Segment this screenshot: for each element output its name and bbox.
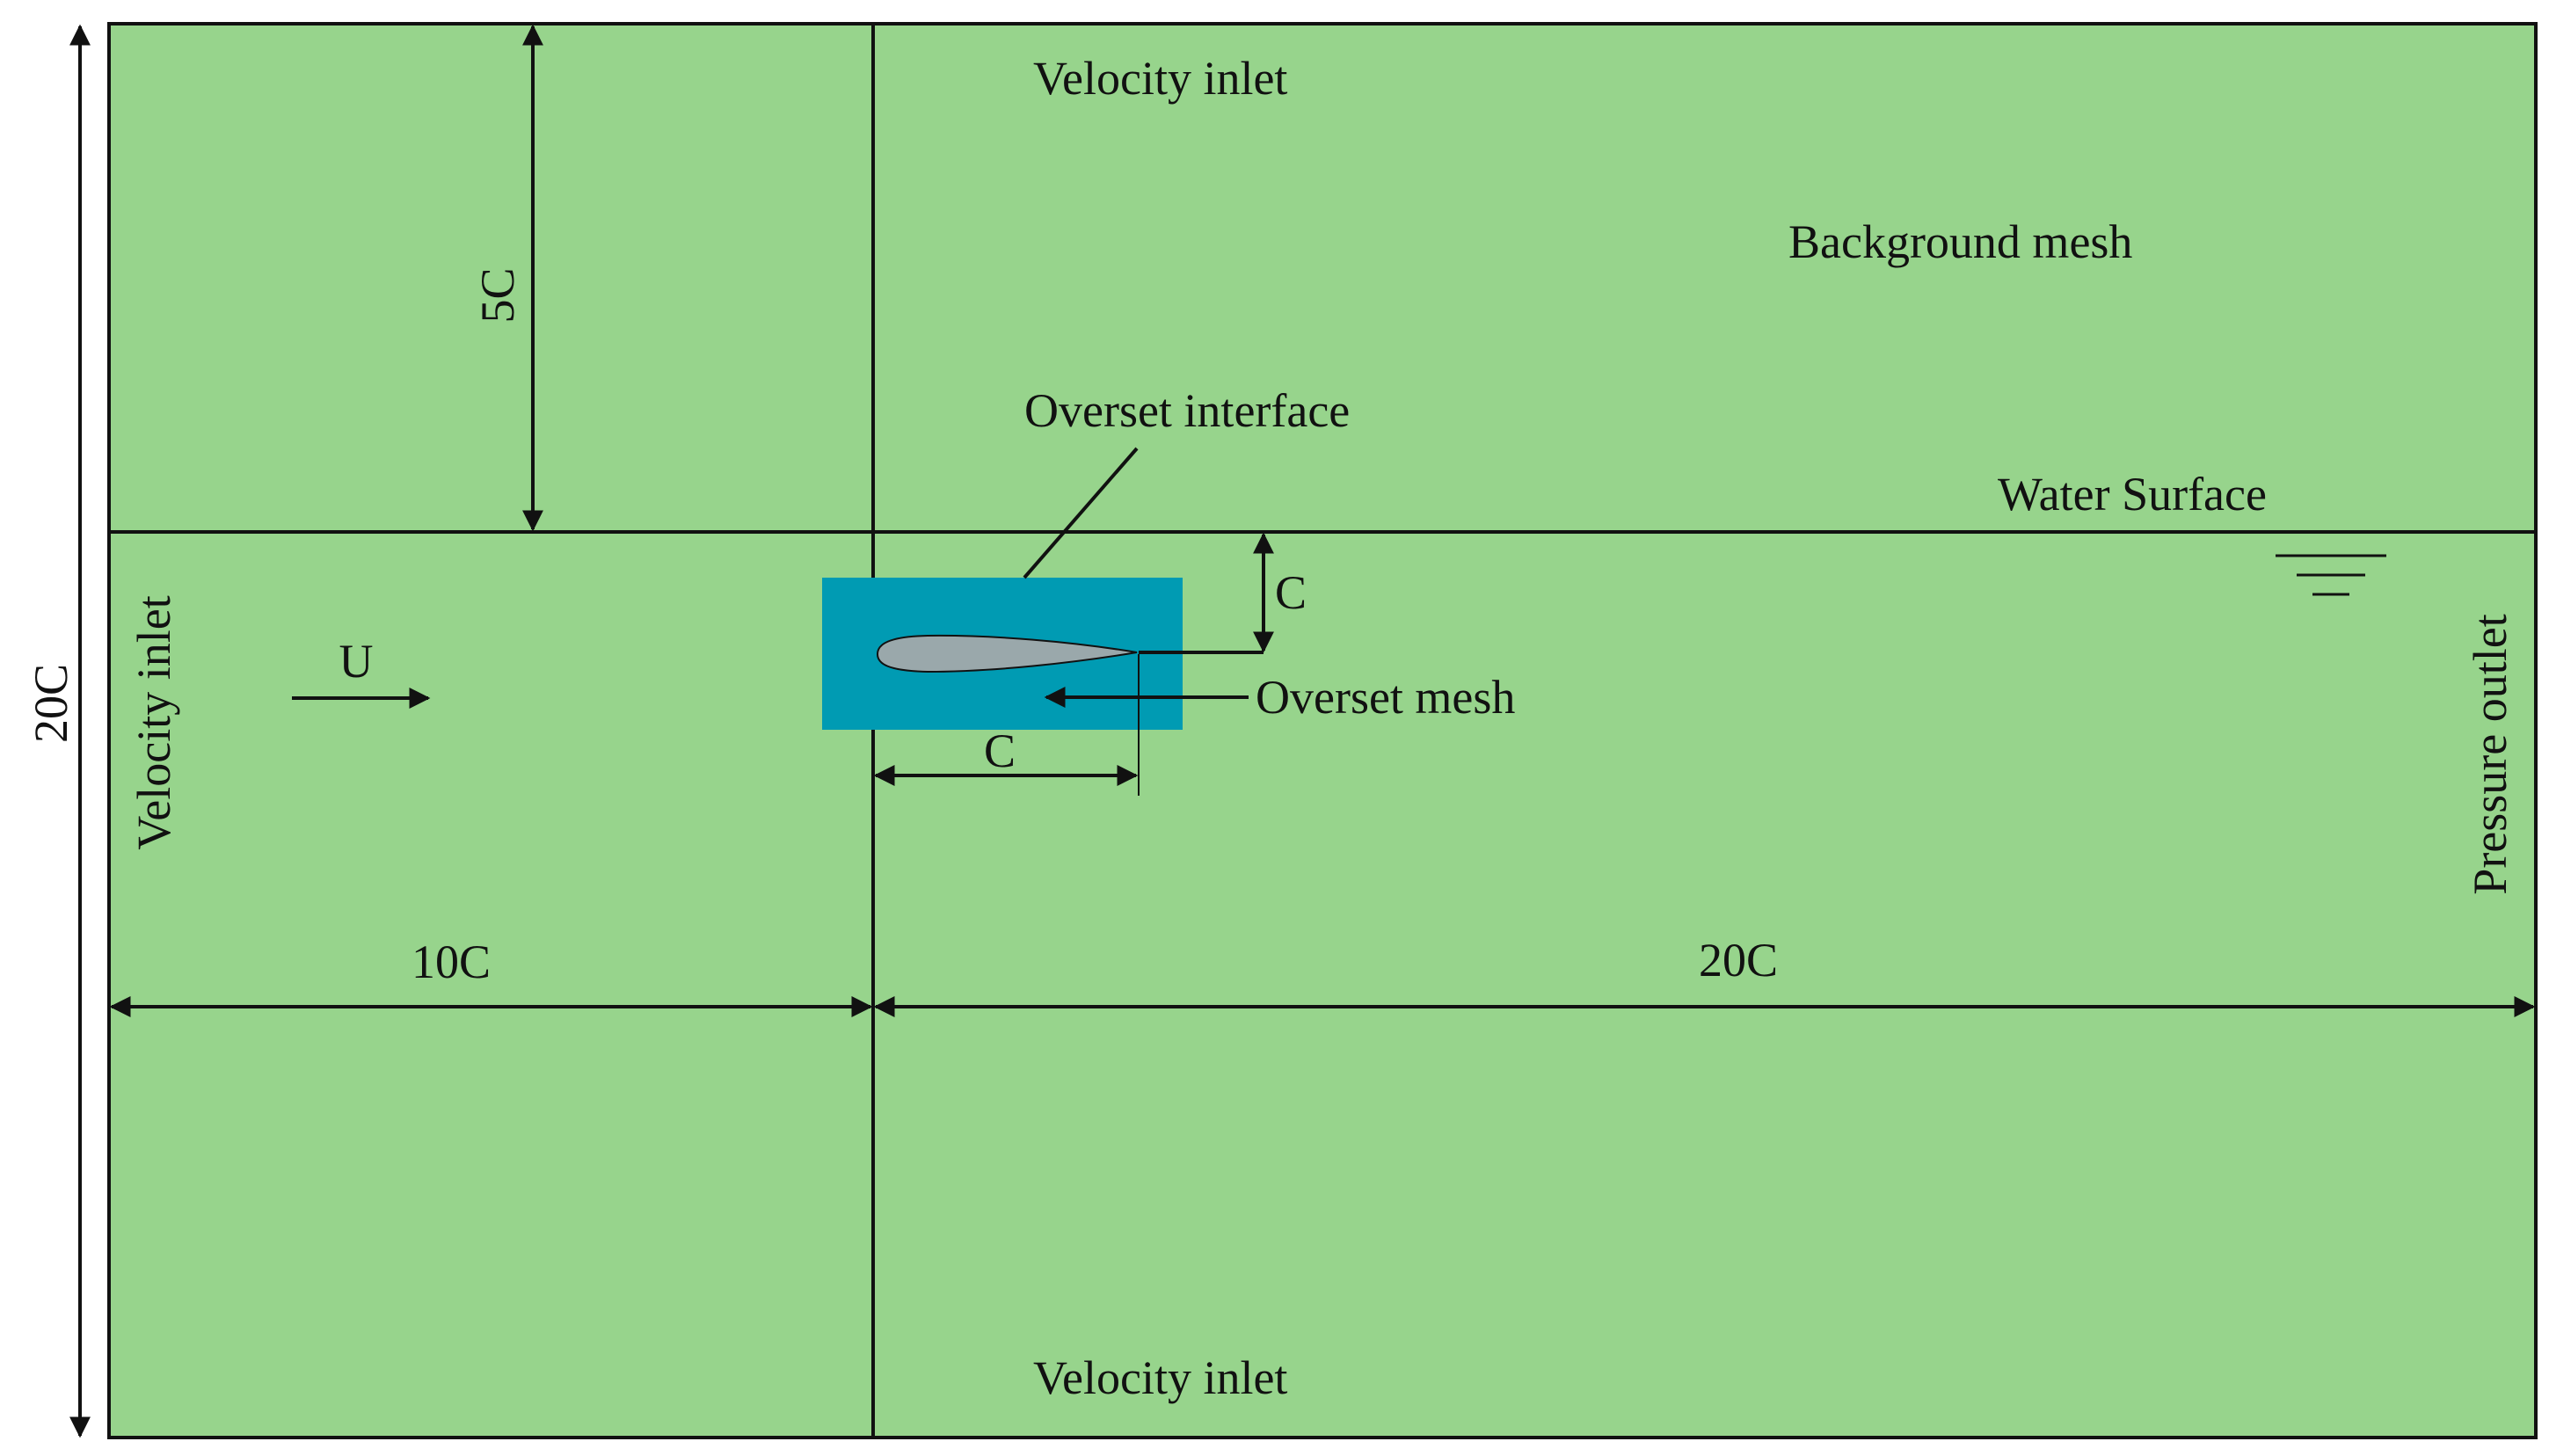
submergence-label: C bbox=[1275, 566, 1307, 619]
right-boundary-label: Pressure outlet bbox=[2464, 614, 2516, 894]
hydrofoil-shape bbox=[876, 634, 1138, 673]
bottom-boundary-label: Velocity inlet bbox=[1033, 1351, 1287, 1404]
background-mesh-region bbox=[107, 22, 2538, 1439]
downstream-length-label: 20C bbox=[1699, 934, 1778, 986]
top-boundary-label: Velocity inlet bbox=[1033, 52, 1287, 105]
overset-interface-leader bbox=[1023, 447, 1139, 579]
overset-mesh-label: Overset mesh bbox=[1256, 671, 1515, 724]
flow-velocity-label: U bbox=[339, 635, 374, 688]
chord-label: C bbox=[984, 724, 1016, 777]
left-boundary-label: Velocity inlet bbox=[127, 595, 180, 849]
surface-depth-label: 5C bbox=[471, 267, 524, 323]
overset-interface-label: Overset interface bbox=[1024, 384, 1350, 437]
water-surface-symbol bbox=[2276, 554, 2386, 596]
domain-height-label: 20C bbox=[25, 664, 77, 743]
upstream-length-label: 10C bbox=[411, 935, 491, 988]
water-surface-label: Water Surface bbox=[1998, 468, 2267, 521]
background-mesh-label: Background mesh bbox=[1788, 215, 2132, 268]
